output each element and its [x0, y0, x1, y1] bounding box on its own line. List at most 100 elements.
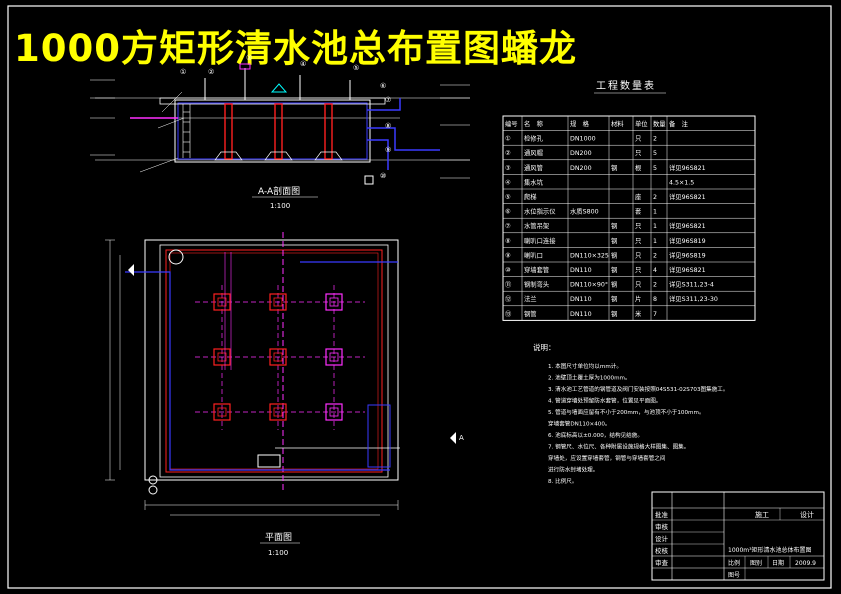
note-item: 3. 清水池工艺管道的钢管道及阀门安装按照04S531-02S703图集施工。: [548, 385, 728, 393]
table-cell: 米: [635, 309, 642, 318]
table-cell: 详见96S821: [669, 265, 706, 274]
note-item: 穿墙处，应设置穿墙套管，钢管与穿墙套管之间: [548, 454, 666, 462]
table-cell: 只: [635, 222, 641, 230]
section-callout: ③: [246, 54, 252, 62]
table-cell: DN110: [570, 267, 592, 274]
plan-column-core: [217, 352, 227, 362]
plan-column: [325, 403, 343, 421]
table-title: 工程数量表: [596, 79, 656, 92]
plan-column: [213, 293, 231, 311]
table-cell: 钢: [611, 237, 617, 245]
table-cell: 套: [635, 207, 642, 216]
plan-column-core: [217, 297, 227, 307]
table-cell: 1: [653, 223, 657, 230]
table-cell: 详见S311,23-30: [669, 294, 718, 303]
table-cell: 钢: [611, 310, 617, 318]
tb-date-label: 日期: [772, 559, 784, 567]
tb-row-4: 审查: [655, 558, 669, 567]
table-cell: 详见96S821: [669, 221, 706, 230]
plan-column-core: [217, 407, 227, 417]
tb-stage: 施工: [755, 510, 769, 519]
note-item: 1. 本图尺寸单位均以mm计。: [548, 362, 622, 370]
table-cell: 水位指示仪: [524, 207, 556, 216]
table-cell: 只: [635, 251, 641, 259]
table-cell: 钢管: [524, 309, 537, 318]
table-cell: 5: [653, 165, 657, 172]
section-callout: ⑦: [385, 96, 391, 104]
section-callout: ⑩: [380, 172, 386, 180]
tb-row-3: 校核: [655, 546, 669, 555]
note-item: 4. 管道穿墙处预留防水套管，位置见平面图。: [548, 397, 661, 405]
table-cell: 只: [635, 149, 641, 157]
table-cell: 穿墙套管: [524, 265, 549, 274]
table-cell: ⑩: [505, 267, 511, 274]
table-cell: ②: [505, 150, 511, 157]
table-cell: 钢: [611, 266, 617, 274]
table-cell: 2: [653, 252, 657, 259]
table-cell: 水质S800: [570, 207, 599, 216]
section-callout: ⑤: [353, 64, 359, 72]
table-cell: ⑦: [505, 223, 511, 230]
tb-type: 设计: [800, 510, 814, 519]
table-cell: 座: [635, 192, 641, 201]
plan-column-core: [329, 407, 339, 417]
tb-type-label: 图别: [750, 559, 762, 567]
table-cell: DN110: [570, 296, 592, 303]
table-cell: 只: [635, 237, 641, 245]
notes-block: 说明：1. 本图尺寸单位均以mm计。2. 池壁顶土覆土厚为1000mm。3. 清…: [533, 342, 728, 485]
plan-column: [325, 348, 343, 366]
table-cell: 喇叭口连接: [524, 236, 556, 245]
table-cell: 4.5×1.5: [669, 179, 694, 186]
table-cell: 爬梯: [524, 192, 537, 201]
note-item: 2. 池壁顶土覆土厚为1000mm。: [548, 374, 631, 382]
plan-column-core: [273, 297, 283, 307]
table-cell: 详见96S821: [669, 163, 706, 172]
section-callout: ⑥: [380, 82, 386, 90]
table-cell: 喇叭口: [524, 250, 543, 259]
table-header-cell: 数量: [653, 119, 666, 128]
plan-title: 平面图: [265, 532, 292, 543]
table-cell: 详见96S821: [669, 192, 706, 201]
section-title: A-A剖面图: [258, 185, 300, 197]
table-cell: DN110×90°: [570, 281, 608, 289]
table-header-cell: 材料: [611, 119, 624, 128]
table-cell: 钢: [611, 222, 617, 230]
table-cell: DN110×325: [570, 252, 609, 259]
table-cell: ③: [505, 165, 511, 172]
table-cell: 4: [653, 267, 657, 274]
plan-column: [269, 293, 287, 311]
table-cell: 钢制弯头: [524, 280, 549, 289]
table-cell: 2: [653, 194, 657, 201]
tb-number-label: 图号: [728, 572, 740, 579]
table-cell: 根: [635, 163, 642, 172]
table-cell: DN110: [570, 311, 592, 318]
table-cell: 8: [653, 296, 657, 303]
section-callout: ⑧: [385, 122, 391, 130]
table-cell: 只: [635, 266, 641, 274]
note-item: 7. 钢管尺、水位尺、各种附属设施规格大样图集、图集。: [548, 443, 689, 451]
table-cell: DN1000: [570, 136, 596, 143]
table-cell: ⑧: [505, 238, 511, 245]
table-cell: 5: [653, 150, 657, 157]
plan-column-core: [329, 297, 339, 307]
table-cell: 2: [653, 282, 657, 289]
note-item: 进行防水封堵处理。: [548, 466, 598, 474]
table-cell: DN200: [570, 150, 592, 157]
table-cell: ⑨: [505, 252, 511, 259]
plan-column-core: [273, 352, 283, 362]
table-cell: ⑪: [505, 281, 512, 289]
table-cell: 7: [653, 311, 657, 318]
table-cell: 只: [635, 281, 641, 289]
table-cell: 集水坑: [524, 177, 544, 186]
plan-column: [269, 403, 287, 421]
table-cell: 2: [653, 136, 657, 143]
plan-column: [213, 348, 231, 366]
table-cell: 水管吊架: [524, 221, 550, 230]
section-view: [90, 63, 470, 185]
section-callout: ④: [300, 60, 306, 68]
drawing-title: 1000方矩形清水池总布置图蟠龙: [14, 27, 577, 70]
plan-column: [269, 348, 287, 366]
table-cell: ①: [505, 136, 511, 143]
